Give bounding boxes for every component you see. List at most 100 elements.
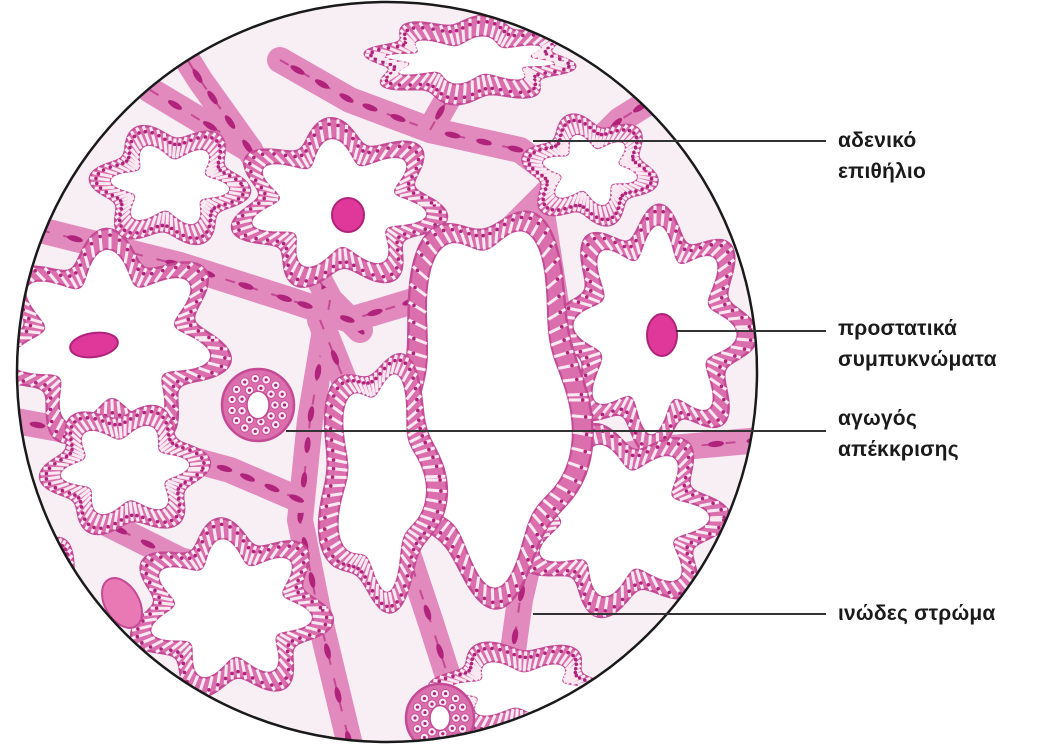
cell-nucleus	[569, 205, 573, 209]
cell-nucleus	[412, 230, 416, 234]
cell-nucleus	[566, 651, 570, 655]
cell-nucleus	[77, 496, 81, 500]
cell-nucleus	[230, 672, 234, 676]
duct-cell-nucleus	[423, 736, 426, 739]
cell-nucleus	[583, 450, 587, 454]
cell-nucleus	[468, 23, 472, 27]
cell-nucleus	[177, 143, 181, 147]
cell-nucleus	[18, 548, 22, 552]
cell-nucleus	[553, 260, 557, 264]
cell-nucleus	[566, 717, 570, 721]
cell-nucleus	[719, 508, 723, 512]
cell-nucleus	[59, 458, 63, 462]
duct-cell-nucleus	[441, 701, 444, 704]
cell-nucleus	[731, 309, 735, 313]
cell-nucleus	[717, 373, 721, 377]
cell-nucleus	[588, 602, 592, 606]
cell-nucleus	[30, 649, 34, 653]
duct-cell-nucleus	[433, 692, 436, 695]
cell-nucleus	[412, 548, 416, 552]
cell-nucleus	[632, 151, 636, 155]
cell-nucleus	[0, 353, 1, 357]
cell-nucleus	[285, 247, 289, 251]
cell-nucleus	[578, 204, 582, 208]
cell-nucleus	[581, 398, 585, 402]
cell-nucleus	[125, 159, 129, 163]
cell-nucleus	[431, 85, 435, 89]
cell-nucleus	[338, 261, 342, 265]
cell-nucleus	[68, 627, 72, 631]
cell-nucleus	[420, 196, 424, 200]
cell-nucleus	[6, 585, 10, 589]
epithelial-cell	[483, 230, 485, 250]
duct	[406, 684, 474, 745]
cell-nucleus	[210, 209, 214, 213]
duct-cell-nucleus	[430, 703, 433, 706]
cell-nucleus	[120, 203, 124, 207]
cell-nucleus	[541, 198, 545, 202]
cell-nucleus	[542, 192, 546, 196]
epithelial-cell	[425, 476, 445, 477]
cell-nucleus	[416, 269, 420, 273]
epithelial-cell	[129, 413, 131, 433]
cell-nucleus	[451, 674, 455, 678]
duct-cell-nucleus	[281, 414, 284, 417]
cell-nucleus	[276, 239, 280, 243]
cell-nucleus	[446, 95, 450, 99]
cell-nucleus	[650, 177, 654, 181]
cell-nucleus	[697, 417, 701, 421]
cell-nucleus	[462, 566, 466, 570]
epithelial-cell	[611, 430, 613, 450]
epithelial-cell	[524, 651, 526, 671]
cell-nucleus	[35, 553, 39, 557]
epithelial-cell	[532, 715, 536, 735]
cell-nucleus	[302, 595, 306, 599]
cell-nucleus	[592, 129, 596, 133]
epithelial-cell	[572, 416, 592, 418]
cell-nucleus	[53, 542, 57, 546]
cell-nucleus	[170, 227, 174, 231]
duct-cell-nucleus	[254, 377, 257, 380]
cell-nucleus	[721, 410, 725, 414]
cell-nucleus	[557, 294, 561, 298]
epithelial-cell	[68, 598, 88, 599]
cell-nucleus	[437, 680, 441, 684]
cell-nucleus	[1, 601, 5, 605]
cell-nucleus	[158, 601, 162, 605]
cell-nucleus	[115, 163, 119, 167]
epithelial-cell	[484, 584, 485, 604]
cell-nucleus	[113, 522, 117, 526]
cell-nucleus	[602, 688, 606, 692]
cell-nucleus	[573, 570, 577, 574]
cell-nucleus	[578, 676, 582, 680]
cell-nucleus	[164, 421, 168, 425]
cell-nucleus	[393, 359, 397, 363]
label-prostatic-concretions-line1: προστατικά	[838, 313, 997, 344]
cell-nucleus	[546, 206, 550, 210]
cell-nucleus	[527, 158, 531, 162]
duct-cell-nucleus	[273, 403, 276, 406]
cell-nucleus	[243, 672, 247, 676]
cell-nucleus	[73, 420, 77, 424]
cell-nucleus	[499, 88, 503, 92]
epithelial-cell	[46, 647, 50, 667]
cell-nucleus	[53, 462, 57, 466]
cell-nucleus	[540, 174, 544, 178]
cell-nucleus	[23, 639, 27, 643]
epithelial-cell	[51, 631, 61, 648]
cell-nucleus	[385, 79, 389, 83]
cell-nucleus	[218, 168, 222, 172]
cell-nucleus	[533, 727, 537, 731]
cell-nucleus	[375, 596, 379, 600]
cell-nucleus	[296, 579, 300, 583]
cell-nucleus	[438, 478, 442, 482]
cell-nucleus	[397, 235, 401, 239]
cell-nucleus	[239, 182, 243, 186]
cell-nucleus	[574, 658, 578, 662]
cell-nucleus	[531, 545, 535, 549]
cell-nucleus	[484, 87, 488, 91]
cell-nucleus	[241, 193, 245, 197]
label-prostatic-concretions: προστατικά συμπυκνώματα	[838, 313, 997, 375]
cell-nucleus	[332, 265, 336, 269]
epithelial-cell	[253, 203, 273, 204]
